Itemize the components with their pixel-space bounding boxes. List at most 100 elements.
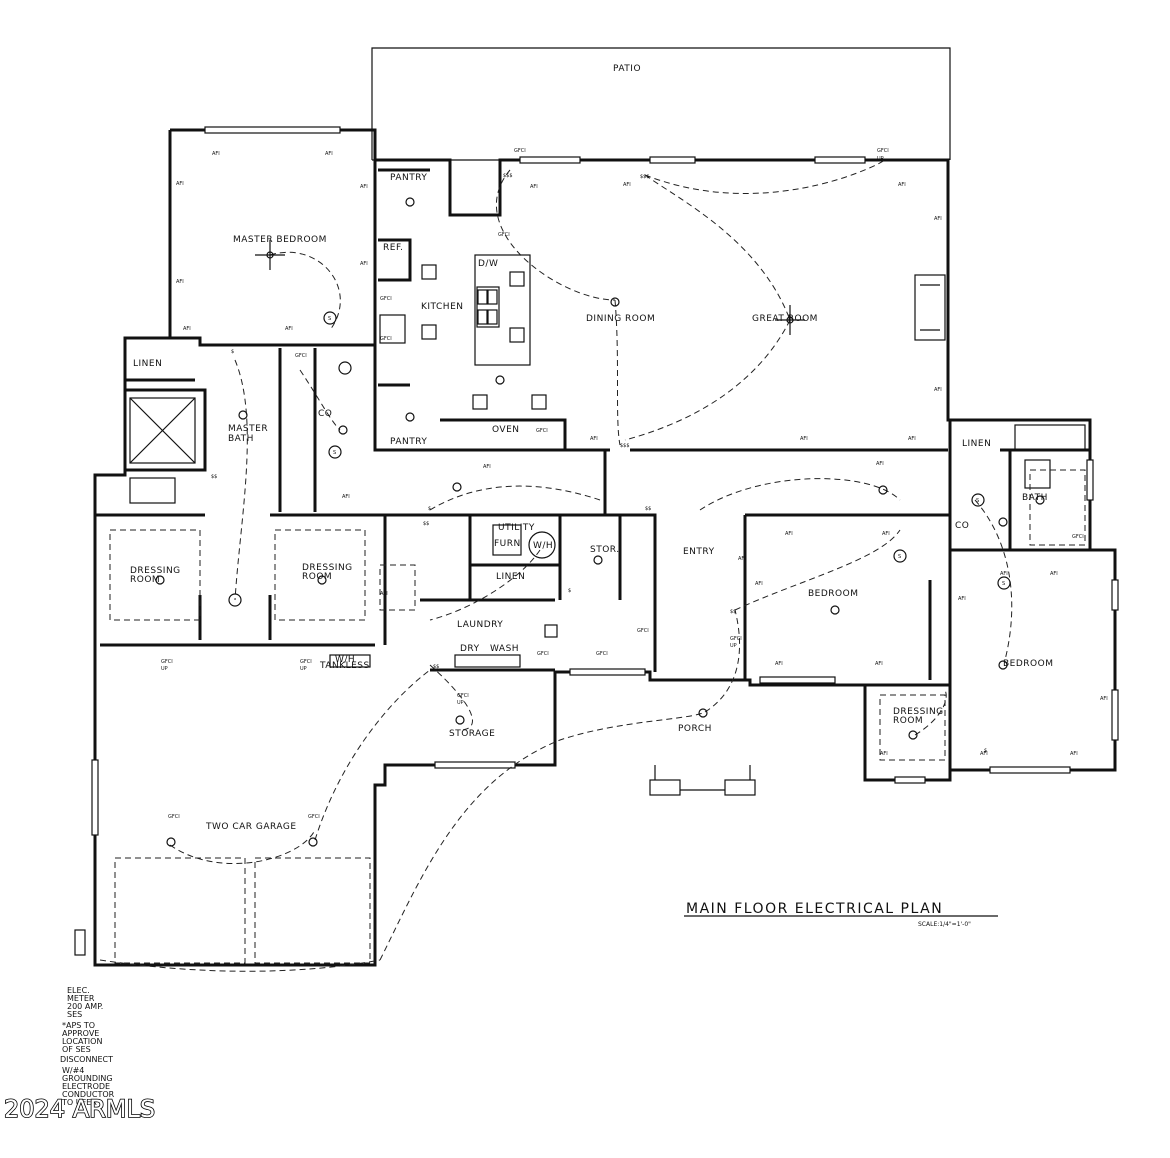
smoke-detector-label: S — [898, 554, 901, 560]
bedroom-1-label: BEDROOM — [808, 589, 858, 599]
interior-walls — [95, 160, 1090, 780]
dressing-room-3-label-a: DRESSING — [893, 707, 944, 717]
wash-label: WASH — [490, 644, 519, 654]
afi-tag: AFI — [980, 751, 988, 757]
linen-2-label: LINEN — [962, 439, 991, 449]
gfci-tag: GFCI — [730, 636, 742, 642]
afi-tag: AFI — [530, 184, 538, 190]
gfci-tag: GFCI — [300, 659, 312, 665]
afi-tag: AFI — [176, 181, 184, 187]
afi-tag: AFI — [958, 596, 966, 602]
pantry-top-label: PANTRY — [390, 173, 427, 183]
note-line: METER — [67, 994, 95, 1003]
afi-tag: AFI — [755, 581, 763, 587]
afi-tag: AFI — [590, 436, 598, 442]
bath-label: BATH — [1022, 493, 1048, 503]
note-line: SES — [67, 1010, 82, 1019]
master-bath-label-2: BATH — [228, 434, 254, 444]
dressing-room-1-label-b: ROOM — [130, 575, 160, 585]
wh-tankless-label: W/H — [335, 655, 355, 665]
note-line: TO UFER — [61, 1098, 97, 1107]
gfci-tag: GFCI — [161, 659, 173, 665]
afi-tag: AFI — [882, 531, 890, 537]
switch-symbol: $$ — [730, 609, 736, 615]
afi-tag: AFI — [212, 151, 220, 157]
note-line: OF SES — [62, 1045, 91, 1054]
note-line: LOCATION — [62, 1037, 102, 1046]
gfci-tag: GFCI — [380, 336, 392, 342]
afi-tag: AFI — [934, 216, 942, 222]
gfci-tag: GFCI — [1072, 534, 1084, 540]
dressing-room-2-label-b: ROOM — [302, 572, 332, 582]
afi-tag: AFI — [738, 556, 746, 562]
gfci-tag: GFCI — [308, 814, 320, 820]
pantry-bottom-label: PANTRY — [390, 437, 427, 447]
note-line: CONDUCTOR — [62, 1090, 115, 1099]
smoke-detector-label: S — [976, 498, 979, 504]
co-detector-label: CO — [318, 409, 332, 419]
gfci-tag: GFCI — [380, 296, 392, 302]
dining-room-label: DINING ROOM — [586, 314, 655, 324]
switch-symbol: $$$ — [503, 173, 513, 179]
dashed-outlines — [109, 469, 1086, 964]
gfci-tag: GFCI — [295, 353, 307, 359]
gfci-tag: GFCI — [596, 651, 608, 657]
dressing-room-2-label-a: DRESSING — [302, 563, 353, 573]
laundry-label: LAUNDRY — [457, 620, 503, 630]
afi-tag: AFI — [183, 326, 191, 332]
tankless-label: TANKLESS — [319, 661, 370, 671]
porch-label: PORCH — [678, 724, 712, 734]
oven-label: OVEN — [492, 425, 520, 435]
master-bedroom-label: MASTER BEDROOM — [233, 235, 327, 245]
dw-label: D/W — [478, 259, 498, 269]
afi-tag: AFI — [360, 184, 368, 190]
gfci-tag: GFCI — [514, 148, 526, 154]
utility-label: UTILITY — [498, 523, 535, 533]
switch-symbol: $ — [231, 349, 234, 355]
plan-scale: SCALE:1/4"=1'-0" — [918, 921, 971, 928]
afi-tag: AFI — [380, 591, 388, 597]
ceiling-fan-icon — [255, 240, 285, 270]
plan-title: MAIN FLOOR ELECTRICAL PLAN — [686, 901, 943, 917]
kitchen-label: KITCHEN — [421, 302, 464, 312]
up-tag: UP — [730, 643, 737, 649]
outlet-symbols: AFI AFI AFI AFI AFI AFI AFI AFI AFI AFI … — [161, 148, 1108, 820]
note-line: 200 AMP. — [67, 1002, 103, 1011]
gfci-tag: GFCI — [637, 628, 649, 634]
afi-tag: AFI — [1100, 696, 1108, 702]
fixtures — [74, 254, 1086, 956]
afi-tag: AFI — [342, 494, 350, 500]
light-fixtures — [155, 197, 1045, 847]
up-tag: UP — [161, 666, 168, 672]
switch-symbol: $$ — [645, 506, 651, 512]
watermark: 2024 ARMLS — [4, 1095, 155, 1123]
smoke-detector-label: S — [1002, 581, 1005, 587]
afi-tag: AFI — [623, 182, 631, 188]
switch-symbol: $ — [984, 748, 987, 754]
linen-1-label: LINEN — [133, 359, 162, 369]
entry-label: ENTRY — [683, 547, 715, 557]
gfci-tag: GFCI — [536, 428, 548, 434]
note-line: *APS TO — [62, 1021, 95, 1030]
afi-tag: AFI — [1070, 751, 1078, 757]
switch-symbol: $ — [428, 506, 431, 512]
switch-symbol: $$ — [433, 664, 439, 670]
furn-label: FURN — [494, 539, 521, 549]
wh-label: W/H — [533, 541, 553, 551]
afi-tag: AFI — [898, 182, 906, 188]
up-tag: UP — [457, 700, 464, 706]
dressing-room-3-label-b: ROOM — [893, 716, 923, 726]
bedroom-2-label: BEDROOM — [1003, 659, 1053, 669]
master-bath-label-1: MASTER — [228, 424, 268, 434]
switch-symbol: $$$ — [620, 443, 630, 449]
note-line: APPROVE — [62, 1029, 99, 1038]
smoke-detector-label: S — [328, 316, 331, 322]
ceiling-fan-icon — [775, 305, 805, 335]
afi-tag: AFI — [285, 326, 293, 332]
linen-3-label: LINEN — [496, 572, 525, 582]
afi-tag: AFI — [360, 261, 368, 267]
co-detector-label: CO — [955, 521, 969, 531]
gfci-tag: GFCI — [877, 148, 889, 154]
storage-label: STORAGE — [449, 729, 495, 739]
